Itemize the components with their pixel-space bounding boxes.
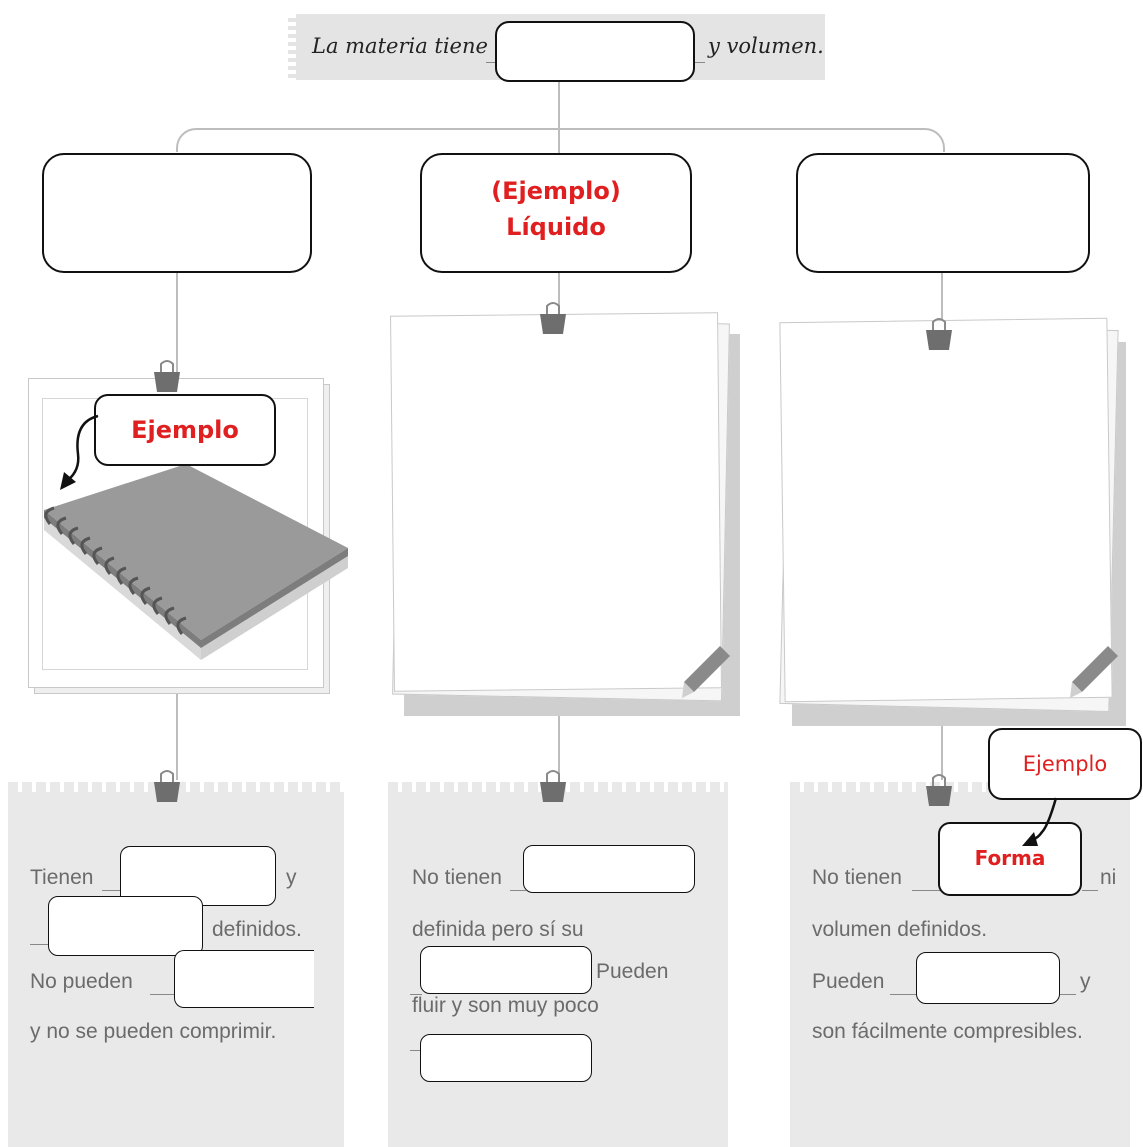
note-liquid-line4: fluir y son muy poco [412, 994, 599, 1017]
binder-clip-icon [540, 770, 566, 802]
note-gas-line2: volumen definidos. [812, 918, 988, 941]
note-solid-line3: No pueden [30, 970, 133, 993]
note-gas-line3a: Pueden [812, 970, 885, 993]
liquid-blank-1[interactable] [523, 845, 695, 893]
note-gas-line4: son fácilmente compresibles. [812, 1020, 1083, 1043]
pencil-icon [1070, 646, 1118, 698]
note-gas-line3b: y [1080, 970, 1091, 993]
note-gas-line1a: No tienen [812, 866, 902, 889]
category-liquid-label: Líquido [506, 213, 606, 241]
binder-clip-icon [926, 318, 952, 350]
binder-clip-icon [540, 302, 566, 334]
connector-main-vertical [558, 82, 560, 154]
category-box-right[interactable] [796, 153, 1090, 273]
category-box-middle[interactable]: (Ejemplo) Líquido [420, 153, 692, 273]
connector-corner-left [176, 128, 200, 152]
card-middle [386, 310, 740, 716]
liquid-blank-2[interactable] [420, 946, 592, 994]
note-solid-line4: y no se pueden comprimir. [30, 1020, 277, 1043]
note-liquid-line1: No tienen [412, 866, 502, 889]
connector-corner-right [921, 128, 945, 152]
binder-clip-icon [154, 360, 180, 392]
gas-answer-text: Forma [974, 846, 1046, 870]
connector-left-upper [176, 272, 178, 372]
category-box-left[interactable] [42, 153, 312, 273]
gas-blank-2[interactable] [916, 952, 1060, 1004]
solid-blank-2[interactable] [48, 896, 203, 956]
connector-mid-lower [558, 705, 560, 780]
category-example-label: (Ejemplo) [491, 177, 621, 205]
binder-clip-icon [154, 770, 180, 802]
connector-right-upper [941, 272, 943, 322]
header-underline-left [486, 62, 496, 63]
note-liquid-line3: Pueden [596, 960, 669, 983]
note-liquid-line2: definida pero sí su [412, 918, 584, 941]
connector-left-lower [176, 690, 178, 780]
pencil-icon [682, 646, 730, 698]
header-text-before: La materia tiene [312, 34, 488, 58]
header-underline-right [695, 62, 705, 63]
solid-blank-3[interactable] [174, 950, 314, 1008]
curved-arrow-icon [60, 414, 99, 490]
note-gas-line1b: ni [1100, 866, 1117, 889]
notebook-example-callout: Ejemplo [94, 394, 276, 466]
connector-horizontal [196, 128, 923, 130]
note-solid-line2: definidos. [212, 918, 302, 941]
connector-right-lower [941, 725, 943, 780]
binder-clip-icon [926, 774, 952, 806]
card-right [776, 316, 1128, 726]
header-blank-input[interactable] [495, 21, 695, 82]
liquid-blank-3[interactable] [420, 1034, 592, 1082]
header-text-after: y volumen. [708, 34, 824, 58]
notebook-image [44, 464, 348, 660]
note-solid-line1b: y [286, 866, 297, 889]
note-solid-line1a: Tienen [30, 866, 94, 889]
header-torn-edge [288, 14, 296, 80]
note-gas-torn-top [790, 782, 1130, 792]
curved-arrow-icon [1022, 797, 1058, 846]
gas-answer-box[interactable]: Forma [938, 822, 1082, 896]
connector-mid-upper [558, 272, 560, 322]
right-example-callout: Ejemplo [988, 728, 1142, 800]
